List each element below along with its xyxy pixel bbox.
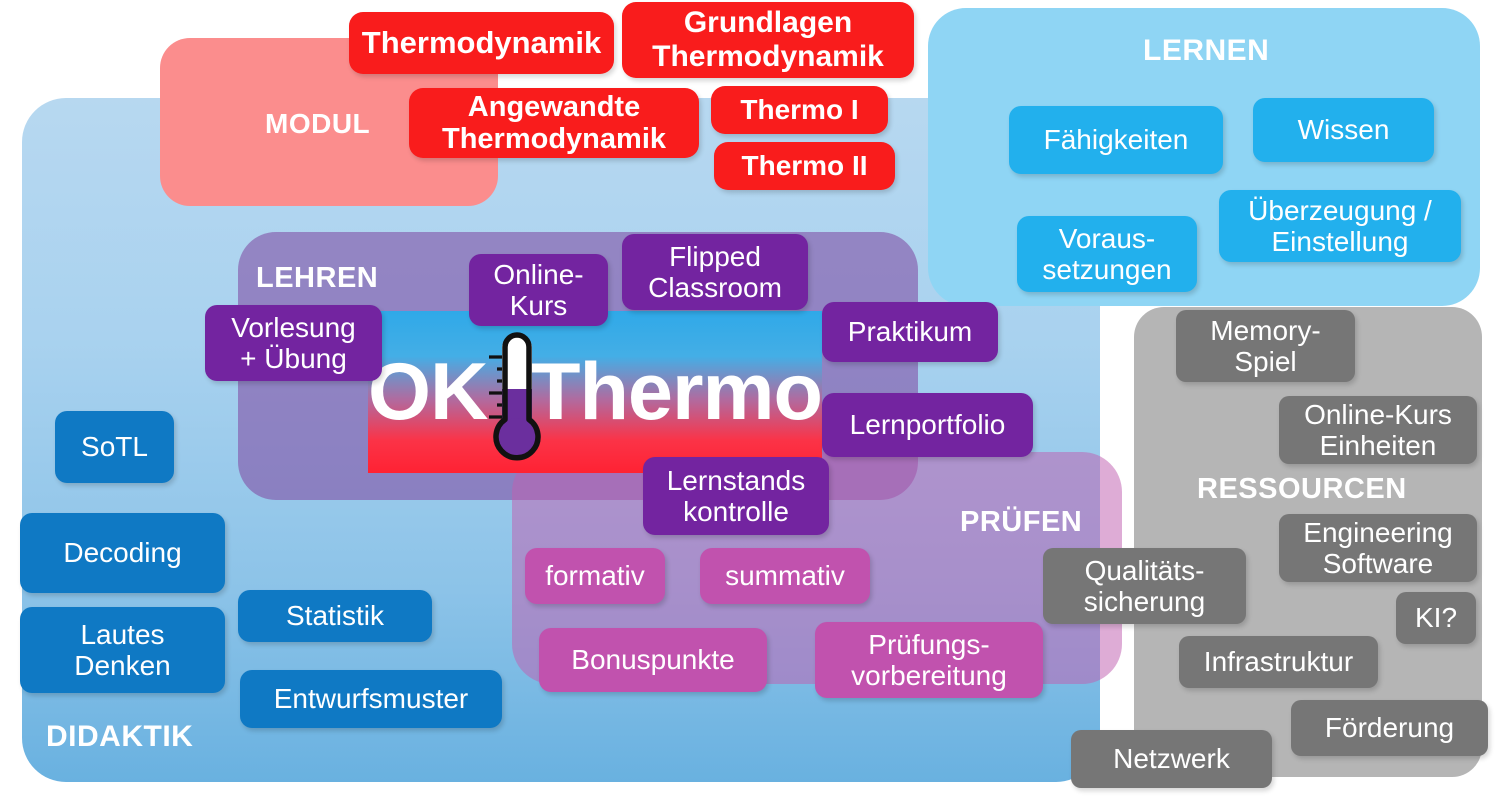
node-praktikum[interactable]: Praktikum — [822, 302, 998, 362]
node-wissen[interactable]: Wissen — [1253, 98, 1434, 162]
group-label-pruefen: PRÜFEN — [960, 506, 1083, 538]
node-formativ[interactable]: formativ — [525, 548, 665, 604]
node-statistik[interactable]: Statistik — [238, 590, 432, 642]
node-foerderung[interactable]: Förderung — [1291, 700, 1488, 756]
group-label-lehren: LEHREN — [256, 262, 379, 294]
node-thermodynamik[interactable]: Thermodynamik — [349, 12, 614, 74]
group-label-modul: MODUL — [265, 108, 371, 139]
node-thermo-i[interactable]: Thermo I — [711, 86, 888, 134]
node-memory-spiel[interactable]: Memory-Spiel — [1176, 310, 1355, 382]
logo-text-right: Thermo — [530, 346, 823, 437]
group-label-lernen: LERNEN — [1143, 34, 1270, 67]
logo-text-left: OK — [368, 346, 488, 437]
node-pruefungsvorbereitung[interactable]: Prüfungs-vorbereitung — [815, 622, 1043, 698]
node-qualitaetssicherung[interactable]: Qualitäts-sicherung — [1043, 548, 1246, 624]
group-label-ressourcen: RESSOURCEN — [1197, 473, 1407, 505]
node-decoding[interactable]: Decoding — [20, 513, 225, 593]
node-entwurfsmuster[interactable]: Entwurfsmuster — [240, 670, 502, 728]
node-bonuspunkte[interactable]: Bonuspunkte — [539, 628, 767, 692]
page-title: OK Thermo — [368, 318, 823, 466]
group-label-didaktik: DIDAKTIK — [46, 720, 194, 753]
node-faehigkeiten[interactable]: Fähigkeiten — [1009, 106, 1223, 174]
node-summativ[interactable]: summativ — [700, 548, 870, 604]
node-online-kurs[interactable]: Online-Kurs — [469, 254, 608, 326]
node-lernportfolio[interactable]: Lernportfolio — [822, 393, 1033, 457]
node-vorlesung-uebung[interactable]: Vorlesung+ Übung — [205, 305, 382, 381]
thermometer-icon — [489, 332, 541, 461]
node-sotl[interactable]: SoTL — [55, 411, 174, 483]
node-ki[interactable]: KI? — [1396, 592, 1476, 644]
node-infrastruktur[interactable]: Infrastruktur — [1179, 636, 1378, 688]
node-thermo-ii[interactable]: Thermo II — [714, 142, 895, 190]
node-ueberzeugung-einstellung[interactable]: Überzeugung /Einstellung — [1219, 190, 1461, 262]
node-netzwerk[interactable]: Netzwerk — [1071, 730, 1272, 788]
node-voraussetzungen[interactable]: Voraus-setzungen — [1017, 216, 1197, 292]
logo-banner — [368, 311, 822, 473]
